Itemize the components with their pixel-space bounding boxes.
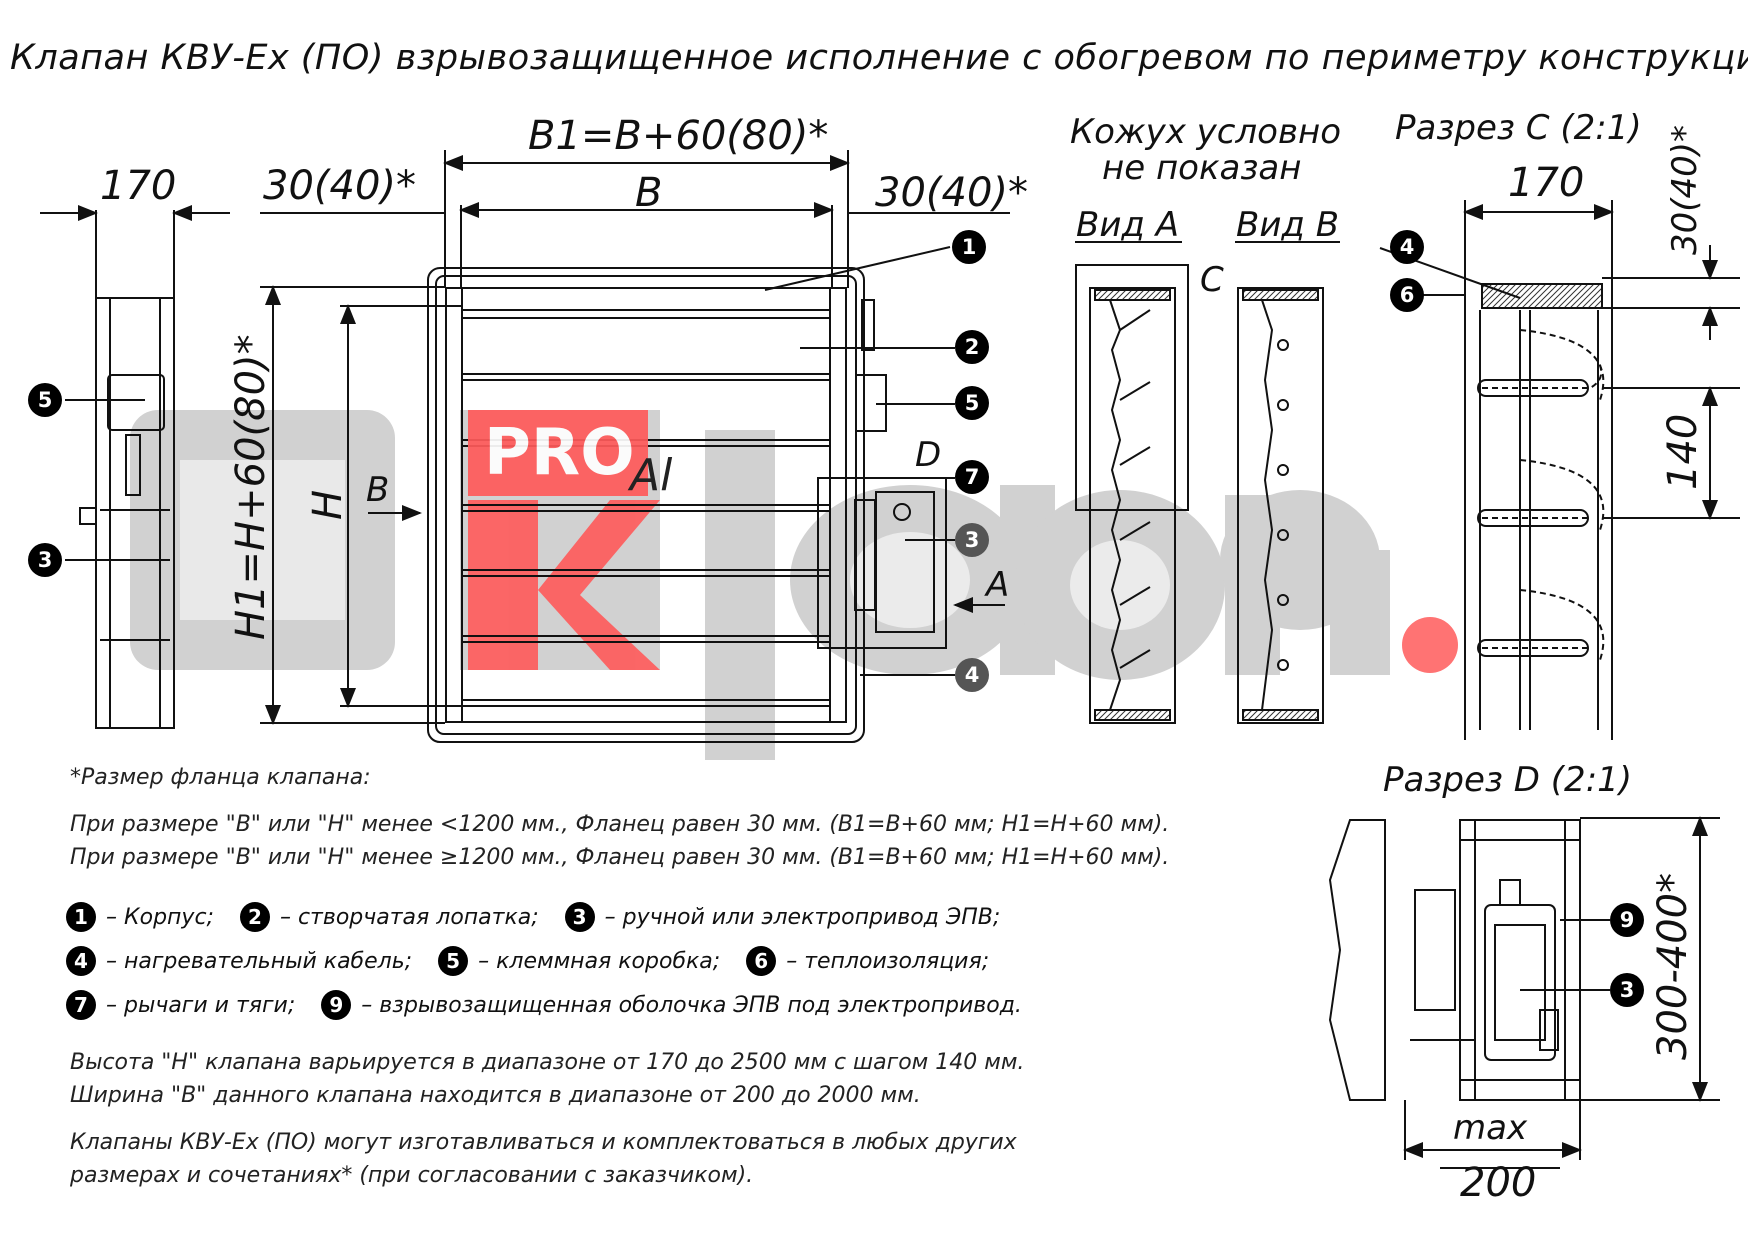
legend-text-6: – теплоизоляция; bbox=[786, 948, 990, 974]
legend-row-3: 7 – рычаги и тяги; 9 – взрывозащищенная … bbox=[66, 990, 1022, 1020]
legend-text-7: – рычаги и тяги; bbox=[106, 992, 296, 1018]
view-a-arrow-label: A bbox=[986, 565, 1010, 605]
legend-text-5: – клеммная коробка; bbox=[478, 948, 721, 974]
legend-num-7: 7 bbox=[66, 990, 96, 1020]
callout-4-section-c: 4 bbox=[1390, 230, 1424, 264]
custom-note-line1: Клапаны КВУ-Ex (ПО) могут изготавливатьс… bbox=[70, 1130, 1017, 1155]
legend-text-2: – створчатая лопатка; bbox=[279, 904, 539, 930]
flange-note-line2: При размере "B" или "H" менее ≥1200 мм.,… bbox=[70, 845, 1170, 870]
view-b-arrow-label: B bbox=[366, 470, 390, 510]
section-c-pitch: 140 bbox=[1660, 413, 1706, 490]
watermark-pro: PRO bbox=[468, 410, 648, 496]
callout-5-front: 5 bbox=[955, 386, 989, 420]
legend-text-9: – взрывозащищенная оболочка ЭПВ под элек… bbox=[361, 992, 1022, 1018]
callout-3-side: 3 bbox=[28, 543, 62, 577]
section-d-title: Разрез D (2:1) bbox=[1383, 760, 1633, 800]
legend-num-5: 5 bbox=[438, 946, 469, 976]
legend-num-6: 6 bbox=[746, 946, 777, 976]
watermark-logo bbox=[130, 410, 1458, 760]
dim-h1: H1=H+60(80)* bbox=[228, 334, 274, 640]
view-a-title: Вид А bbox=[1076, 205, 1179, 245]
casing-note-line2: не показан bbox=[1102, 148, 1302, 188]
dim-b: B bbox=[635, 170, 663, 216]
dim-b1: B1=B+60(80)* bbox=[528, 113, 829, 159]
callout-9-section-d: 9 bbox=[1610, 903, 1644, 937]
legend-text-3: – ручной или электропривод ЭПВ; bbox=[604, 904, 1001, 930]
section-c-flange: 30(40)* bbox=[1665, 124, 1705, 255]
detail-d-label: D bbox=[915, 435, 942, 475]
callout-3-section-d: 3 bbox=[1610, 973, 1644, 1007]
callout-6-section-c: 6 bbox=[1390, 278, 1424, 312]
section-c-width: 170 bbox=[1508, 160, 1585, 206]
legend-num-2: 2 bbox=[239, 902, 270, 932]
section-d-200: 200 bbox=[1460, 1160, 1537, 1206]
watermark-al: Al bbox=[630, 450, 673, 501]
legend-text-4: – нагревательный кабель; bbox=[106, 948, 413, 974]
callout-1: 1 bbox=[952, 230, 986, 264]
legend-num-4: 4 bbox=[66, 946, 96, 976]
flange-note-line1: При размере "B" или "H" менее <1200 мм.,… bbox=[70, 812, 1170, 837]
dim-left-width: 170 bbox=[100, 163, 177, 209]
legend-row-1: 1 – Корпус; 2 – створчатая лопатка; 3 – … bbox=[66, 902, 1000, 932]
view-c-mark: C bbox=[1200, 260, 1224, 300]
callout-4-front: 4 bbox=[955, 658, 989, 692]
callout-3-front: 3 bbox=[955, 523, 989, 557]
page-title: Клапан КВУ-Ex (ПО) взрывозащищенное испо… bbox=[10, 38, 1748, 78]
legend-num-9: 9 bbox=[321, 990, 352, 1020]
legend-text-1: – Корпус; bbox=[106, 904, 214, 930]
callout-7: 7 bbox=[955, 460, 989, 494]
section-d-max: max bbox=[1453, 1108, 1528, 1148]
height-range-note: Высота "H" клапана варьируется в диапазо… bbox=[70, 1050, 1025, 1075]
width-range-note: Ширина "B" данного клапана находится в д… bbox=[70, 1083, 921, 1108]
section-c-title: Разрез C (2:1) bbox=[1395, 108, 1642, 148]
flange-note-title: *Размер фланца клапана: bbox=[70, 765, 371, 790]
dim-h: H bbox=[305, 489, 351, 520]
custom-note-line2: размерах и сочетаниях* (при согласовании… bbox=[70, 1163, 754, 1188]
legend-num-3: 3 bbox=[564, 902, 595, 932]
view-b-title: Вид B bbox=[1236, 205, 1340, 245]
casing-note-line1: Кожух условно bbox=[1070, 112, 1342, 152]
dim-flange-right: 30(40)* bbox=[875, 170, 1029, 216]
callout-2: 2 bbox=[955, 330, 989, 364]
legend-num-1: 1 bbox=[66, 902, 96, 932]
callout-5-side: 5 bbox=[28, 383, 62, 417]
legend-row-2: 4 – нагревательный кабель; 5 – клеммная … bbox=[66, 946, 989, 976]
section-d-height: 300-400* bbox=[1650, 872, 1696, 1060]
dim-flange-left: 30(40)* bbox=[263, 163, 417, 209]
